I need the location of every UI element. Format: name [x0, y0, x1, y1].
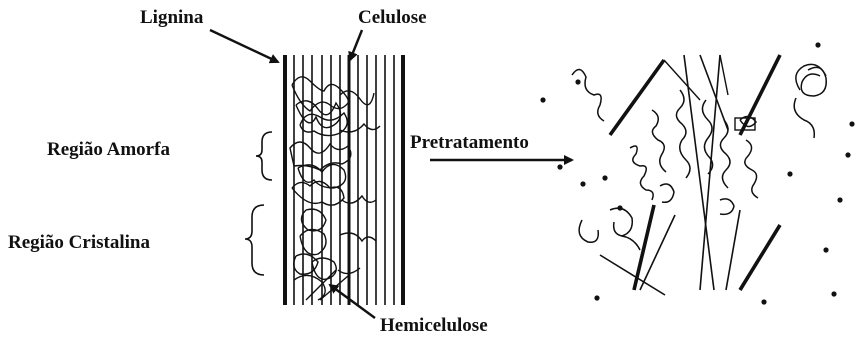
amorfa-brace — [256, 132, 272, 180]
pretratamento-label: Pretratamento — [410, 133, 529, 152]
hemicelulose-arrow — [330, 285, 375, 318]
celulose-label: Celulose — [358, 8, 427, 27]
hemicelulose-label: Hemicelulose — [380, 316, 488, 335]
released-strands — [572, 64, 826, 250]
pretreated-structure — [600, 55, 780, 295]
lignina-label: Lignina — [140, 8, 203, 27]
region-braces — [245, 132, 272, 275]
callout-arrows — [210, 30, 572, 318]
lignina-arrow — [210, 30, 278, 62]
celulose-arrow — [350, 30, 362, 60]
regiao-cristalina-label: Região Cristalina — [8, 233, 150, 252]
lignin-fragments — [540, 42, 854, 304]
regiao-amorfa-label: Região Amorfa — [47, 140, 170, 159]
cristalina-brace — [245, 205, 264, 275]
